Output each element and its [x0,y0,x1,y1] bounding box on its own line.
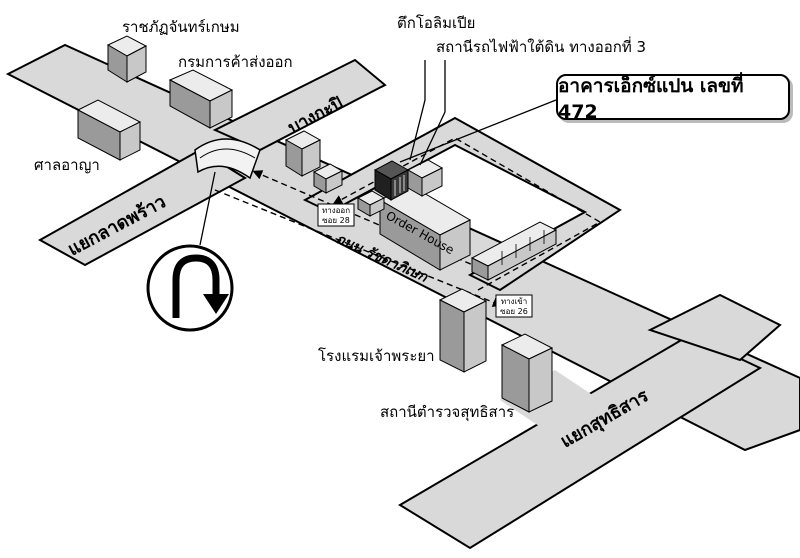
buildings [76,35,558,413]
sign-soi28-line2: ซอย 28 [322,216,350,225]
building-row-blocks [470,221,558,281]
label-olympia: ตึกโอลิมเปีย [397,14,475,32]
label-criminal-court: ศาลอาญา [34,156,100,174]
sign-soi-28: ทางออก ซอย 28 [317,203,355,227]
building-export-dept [168,69,234,129]
building-rajabhat [106,35,148,83]
building-small-2 [312,163,344,194]
route-main-lower [214,189,503,307]
building-neighbor-blocks [356,159,444,217]
target-building-callout: อาคารเอ็กซ์แปน เลขที่ 472 [556,74,790,123]
sign-soi28-line1: ทางออก [322,206,350,215]
lat-phrao-road-left [37,148,247,267]
u-turn-icon [146,244,234,332]
label-police-station: สถานีตำรวจสุทธิสาร [380,403,514,422]
building-expan-472 [373,160,410,201]
label-mrt-exit: สถานีรถไฟฟ้าใต้ดิน ทางออกที่ 3 [436,36,646,56]
label-chaophraya-hotel: โรงแรมเจ้าพระยา [318,347,435,365]
building-order-house [378,184,472,271]
building-criminal-court [76,99,142,161]
building-chaophraya-hotel [438,288,488,373]
flyover-bridge [194,138,261,180]
label-export-dept: กรมการค้าส่งออก [178,53,293,71]
sign-soi26-line2: ซอย 26 [500,307,528,316]
label-rajabhat: ราชภัฏจันทร์เกษม [122,18,240,36]
sutthisan-road [398,333,763,550]
sign-soi-26: ทางเข้า ซอย 26 [495,294,533,318]
building-small-1 [284,130,322,177]
leader-lines [199,60,557,246]
sign-soi26-line1: ทางเข้า [501,297,527,306]
sutthisan-road-right [647,293,782,362]
building-police-station [500,333,554,413]
